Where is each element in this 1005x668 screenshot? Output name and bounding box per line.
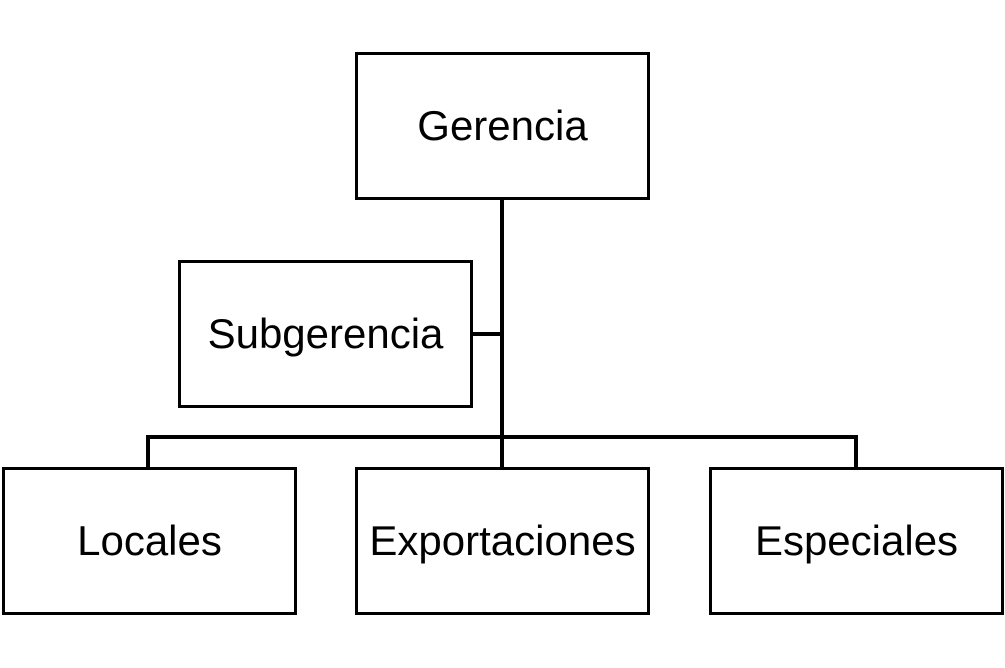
node-gerencia-label: Gerencia — [417, 102, 588, 149]
node-gerencia: Gerencia — [355, 52, 650, 200]
node-subgerencia: Subgerencia — [178, 260, 473, 408]
node-especiales: Especiales — [709, 467, 1004, 615]
node-locales: Locales — [2, 467, 297, 615]
node-locales-label: Locales — [77, 517, 222, 564]
node-exportaciones: Exportaciones — [355, 467, 650, 615]
node-especiales-label: Especiales — [754, 517, 959, 564]
node-exportaciones-label: Exportaciones — [369, 517, 636, 564]
node-subgerencia-label: Subgerencia — [207, 310, 444, 357]
